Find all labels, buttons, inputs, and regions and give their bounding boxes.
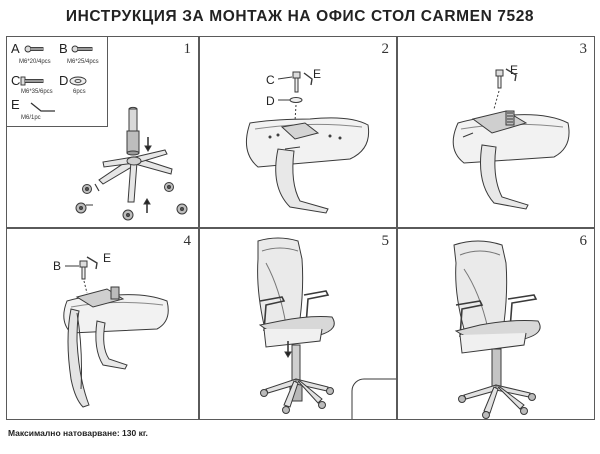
step-number: 1 (183, 41, 192, 57)
cap-box-drawing (351, 378, 396, 419)
hex-key-icon (30, 102, 55, 112)
star-base-drawing (98, 149, 173, 203)
washer-icon (69, 76, 87, 86)
step-4-panel: 4 B E (6, 228, 199, 420)
seat-mechanism-illustration (245, 71, 370, 214)
caster-drawing (122, 209, 134, 221)
parts-list: A M6*20/4pcs B M6*25/4pcs C M6*35/6pcs D… (7, 37, 108, 127)
mechanism-plate-drawing (280, 122, 320, 140)
hardware-icons (20, 45, 93, 112)
armrest-drawing (455, 300, 484, 338)
mechanism-mount-illustration (452, 68, 570, 210)
step-6-panel: 6 (397, 228, 595, 420)
armrest-drawing (95, 320, 128, 370)
part-spec-c: M6*35/6pcs (21, 89, 53, 95)
part-spec-a: M6*20/4pcs (19, 59, 51, 65)
part-spec-b: M6*25/4pcs (67, 59, 99, 65)
caster-drawing (82, 184, 92, 194)
armrest-drawing (507, 294, 538, 330)
armrest-drawing (303, 290, 330, 326)
callout-label: E (510, 63, 519, 77)
callout-label: D (266, 94, 275, 108)
step-2-panel: 2 C E D (199, 36, 397, 228)
part-spec-e: M6/1pc (21, 115, 41, 121)
backrest-drawing (67, 308, 90, 408)
part-letter-a: A (11, 41, 20, 56)
part-spec-d: 6pcs (73, 89, 86, 95)
step-5-panel: 5 (199, 228, 397, 420)
part-letter-b: B (59, 41, 68, 56)
caster-drawing (176, 203, 188, 215)
callout-label: E (103, 251, 112, 265)
bolt-icon (24, 45, 44, 53)
step-3-panel: 3 E (397, 36, 595, 228)
base-assembly-illustration (75, 106, 188, 221)
star-base-drawing (463, 384, 531, 414)
finished-chair-illustration (453, 240, 541, 419)
gas-lift-drawing (126, 106, 140, 156)
part-letter-e: E (11, 97, 20, 112)
step-number: 6 (579, 233, 588, 249)
armrest-drawing (480, 144, 529, 210)
backrest-drawing (257, 237, 304, 328)
document-title: ИНСТРУКЦИЯ ЗА МОНТАЖ НА ОФИС СТОЛ CARMEN… (65, 8, 535, 25)
part-letter-c: C (11, 73, 21, 88)
armrest-drawing (275, 148, 329, 214)
step-1-panel: 1 A M6*20/4pcs B M6*25/4pcs C M6*35/6pcs… (6, 36, 199, 228)
part-letter-d: D (59, 73, 69, 88)
callout-label: B (53, 259, 62, 273)
caster-drawing (75, 202, 93, 214)
step-number: 5 (381, 233, 390, 249)
caster-drawing (164, 182, 174, 192)
bolt-icon (71, 45, 93, 53)
step-number: 3 (579, 41, 588, 57)
callout-label: C (266, 73, 275, 87)
backrest-attach-illustration (63, 256, 169, 408)
max-load-note: Максимално натоварване: 130 кг. (8, 428, 148, 438)
step-number: 2 (381, 41, 390, 57)
armrest-drawing (259, 296, 286, 332)
step-number: 4 (183, 233, 192, 249)
chair-on-base-illustration (257, 237, 396, 419)
bolt-icon (20, 76, 44, 86)
callout-label: E (313, 67, 322, 81)
